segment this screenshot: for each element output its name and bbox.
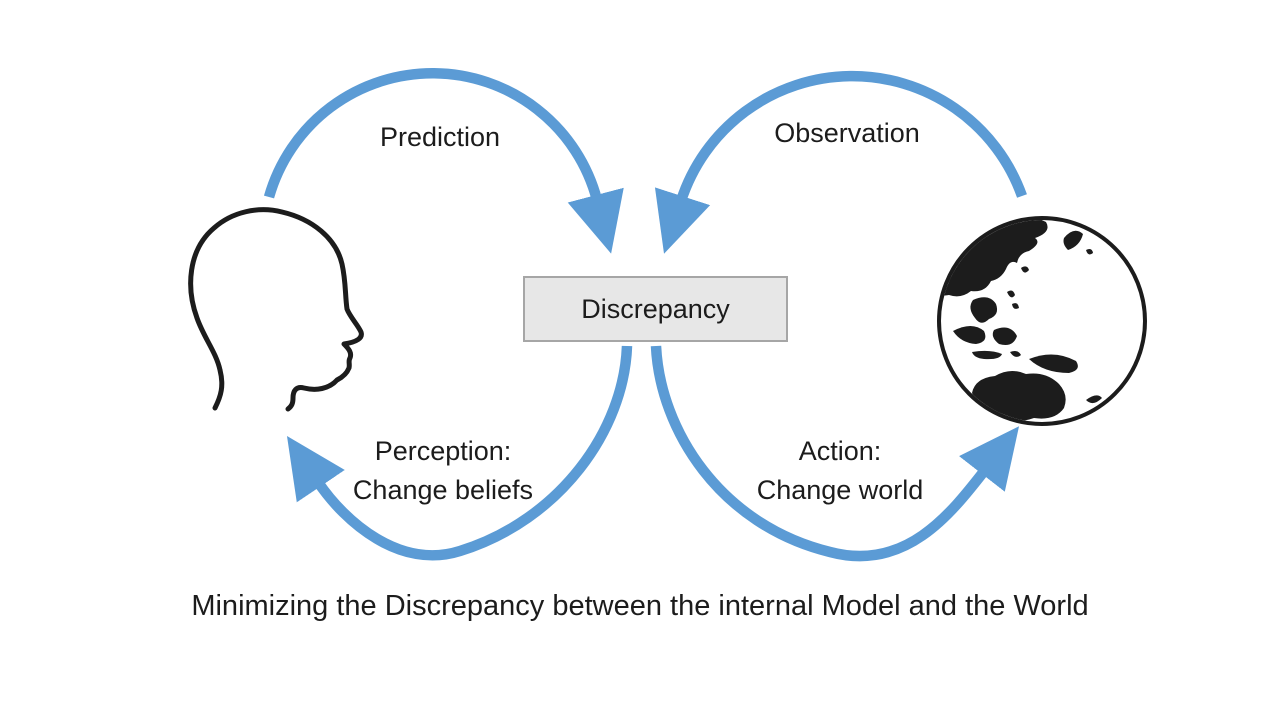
- action-label-line1: Action:: [798, 436, 882, 466]
- observation-arrow: [654, 70, 1027, 254]
- discrepancy-label: Discrepancy: [581, 293, 730, 324]
- globe-world-icon: [937, 216, 1147, 426]
- prediction-label: Prediction: [379, 122, 501, 152]
- action-label-line2: Change world: [756, 475, 924, 505]
- action-arrow: [650, 345, 1020, 562]
- action-label: Action: Change world: [757, 432, 924, 510]
- observation-label: Observation: [774, 118, 920, 148]
- prediction-arrow: [263, 68, 624, 254]
- caption: Minimizing the Discrepancy between the i…: [191, 590, 1089, 622]
- perception-label-line1: Perception:: [374, 436, 512, 466]
- head-profile-icon: [188, 207, 364, 412]
- perception-label: Perception: Change beliefs: [353, 432, 533, 510]
- perception-arrow: [286, 345, 633, 561]
- perception-label-line2: Change beliefs: [352, 475, 534, 505]
- discrepancy-box: Discrepancy: [523, 276, 788, 342]
